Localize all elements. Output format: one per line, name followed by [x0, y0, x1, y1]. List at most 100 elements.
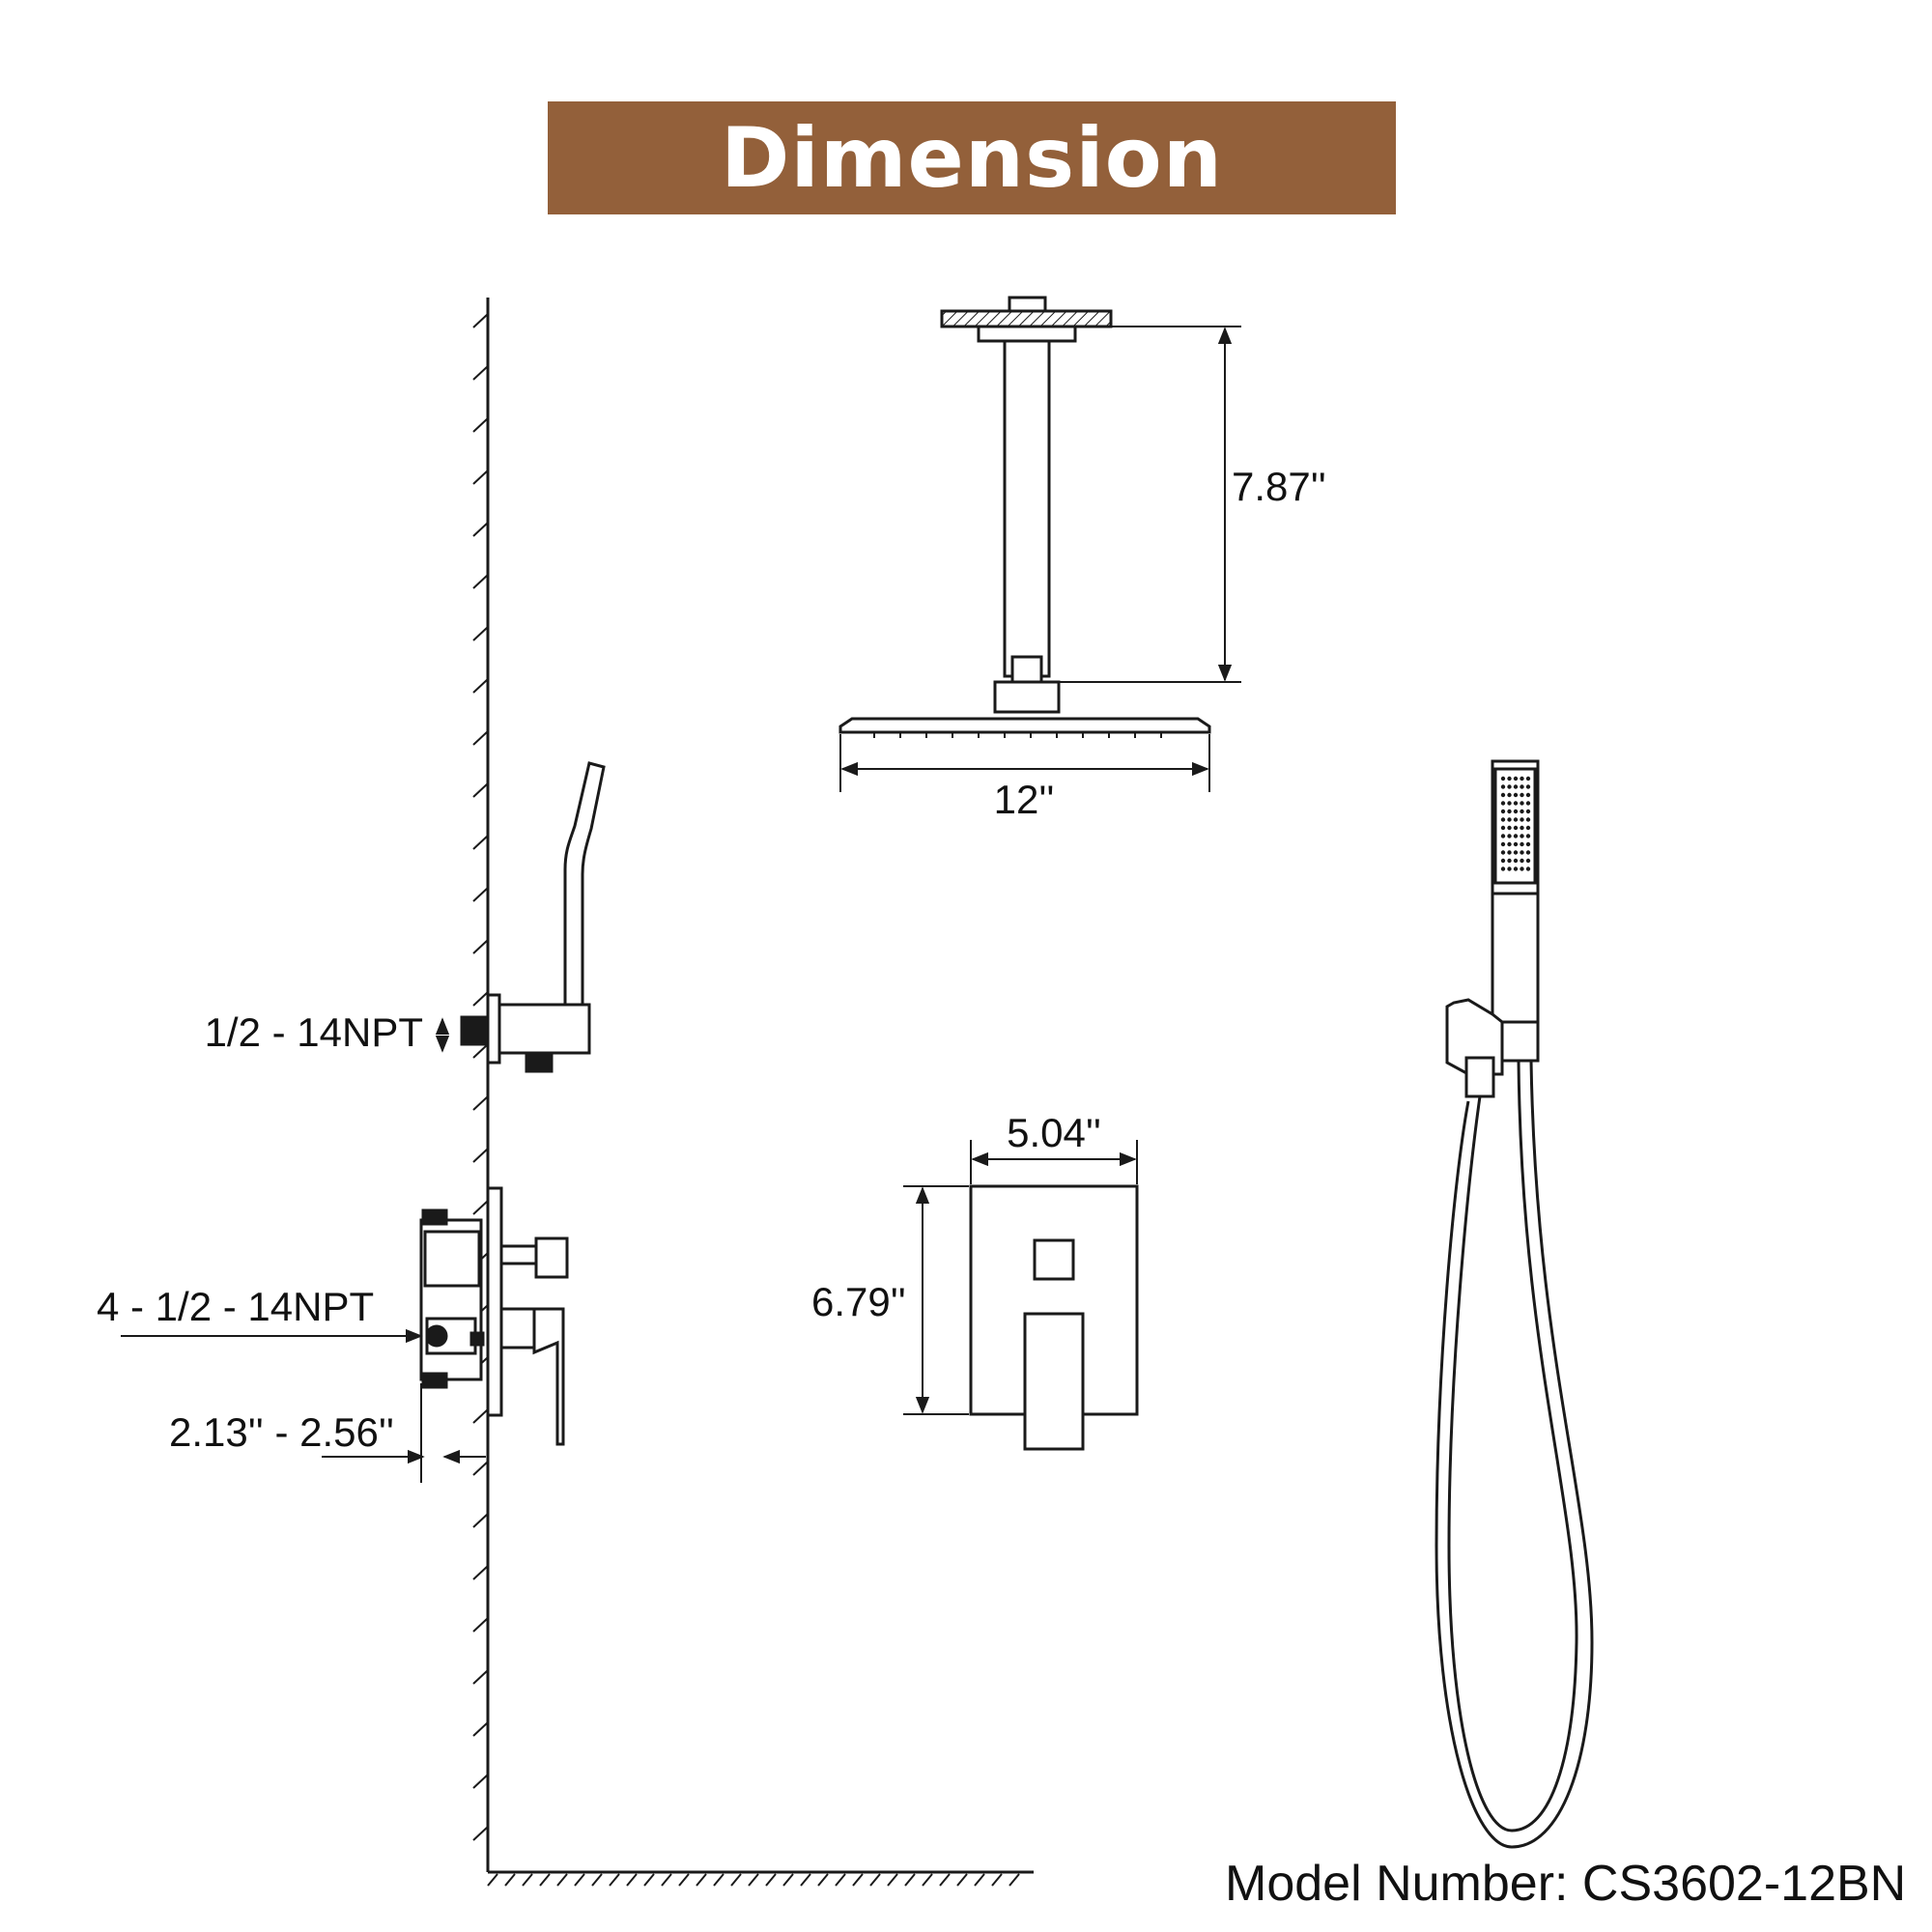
spray-nozzle-dot: [1513, 850, 1519, 855]
floor-hatch-tick: [696, 1873, 707, 1887]
floor-hatch-tick: [591, 1873, 603, 1887]
wall-hatch-tick: [472, 991, 489, 1007]
spray-nozzle-dot: [1507, 834, 1512, 838]
spray-nozzle-dot: [1520, 809, 1524, 814]
wall-hatch-tick: [472, 1669, 489, 1685]
spray-nozzle-dot: [1525, 841, 1531, 847]
spray-nozzle-dot: [1507, 817, 1512, 822]
valve-depth-dimension: [322, 1383, 486, 1483]
wall-hatch-tick: [472, 782, 489, 798]
spray-nozzle-dot: [1513, 792, 1519, 798]
arm-height-label: 7.87'': [1232, 464, 1326, 509]
spray-nozzle-dot: [1513, 801, 1519, 806]
spray-nozzle-dot: [1513, 867, 1519, 871]
handheld-front-view: [1435, 759, 1594, 1849]
floor-hatch-tick: [1009, 1873, 1020, 1887]
valve-ports-label: 4 - 1/2 - 14NPT: [97, 1284, 374, 1329]
spray-nozzle-dot: [1513, 858, 1519, 864]
spray-nozzle-dot: [1507, 784, 1512, 789]
wall-section: [472, 298, 1034, 1887]
spray-nozzle-dot: [1513, 784, 1519, 789]
spray-nozzle-dot: [1525, 792, 1531, 798]
floor-hatch-tick: [487, 1873, 498, 1887]
spray-nozzle-dot: [1520, 776, 1524, 781]
spray-nozzle-dot: [1520, 841, 1524, 847]
spray-nozzle-dot: [1520, 834, 1524, 838]
floor-hatch-tick: [904, 1873, 916, 1887]
floor-hatch-tick: [626, 1873, 638, 1887]
spray-nozzle-dot: [1507, 809, 1512, 814]
wall-hatch-tick: [472, 1565, 489, 1580]
spray-nozzle-dot: [1507, 858, 1512, 864]
handheld-inlet-label: 1/2 - 14NPT: [205, 1009, 423, 1055]
wall-hatch-tick: [472, 1148, 489, 1163]
floor-hatch-tick: [661, 1873, 672, 1887]
spray-nozzle-dot: [1500, 850, 1506, 855]
ceiling-section: [940, 309, 1113, 328]
model-number: Model Number: CS3602-12BN: [1225, 1856, 1907, 1912]
spray-nozzle-dot: [1500, 801, 1506, 806]
spray-nozzle-dot: [1500, 858, 1506, 864]
floor-hatch-tick: [574, 1873, 585, 1887]
trim-width-label: 5.04'': [1007, 1110, 1101, 1155]
spray-nozzle-dot: [1525, 809, 1531, 814]
spray-nozzle-dot: [1520, 784, 1524, 789]
floor-hatch-tick: [713, 1873, 724, 1887]
trim-height-label: 6.79'': [811, 1279, 906, 1324]
floor-hatch-tick: [852, 1873, 864, 1887]
wall-hatch-tick: [472, 313, 489, 328]
spray-nozzle-dot: [1520, 858, 1524, 864]
spray-nozzle-dot: [1525, 817, 1531, 822]
spray-nozzle-dot: [1500, 784, 1506, 789]
valve-side-view: [419, 1186, 569, 1446]
floor-hatch-tick: [887, 1873, 898, 1887]
valve-trim-front-view: [969, 1184, 1139, 1451]
floor-hatch-tick: [956, 1873, 968, 1887]
spray-nozzle-dot: [1500, 792, 1506, 798]
wall-hatch-tick: [472, 1774, 489, 1789]
spray-nozzle-dot: [1520, 850, 1524, 855]
wall-hatch-tick: [472, 1200, 489, 1215]
wall-hatch-tick: [472, 574, 489, 589]
wall-hatch-tick: [472, 835, 489, 850]
wall-hatch-tick: [472, 1095, 489, 1111]
floor-hatch-tick: [678, 1873, 690, 1887]
floor-hatch-tick: [730, 1873, 742, 1887]
spray-nozzle-dot: [1513, 817, 1519, 822]
wall-hatch-tick: [472, 1617, 489, 1633]
valve-depth-label: 2.13'' - 2.56'': [169, 1409, 394, 1455]
floor-hatch-tick: [765, 1873, 777, 1887]
spray-nozzle-dot: [1500, 867, 1506, 871]
wall-hatch-tick: [472, 1408, 489, 1424]
trim-width-dimension: [970, 1140, 1138, 1184]
wall-hatch-tick: [472, 1043, 489, 1059]
wall-hatch-tick: [472, 1721, 489, 1737]
page-title: Dimension: [720, 109, 1223, 207]
spray-nozzle-dot: [1507, 850, 1512, 855]
spray-nozzle-dot: [1525, 776, 1531, 781]
spray-nozzle-dot: [1525, 825, 1531, 831]
floor-hatch-tick: [800, 1873, 811, 1887]
spray-nozzle-dot: [1513, 841, 1519, 847]
wall-hatch-tick: [472, 887, 489, 902]
spray-nozzle-dot: [1500, 834, 1506, 838]
spray-nozzle-dot: [1500, 825, 1506, 831]
wall-hatch-tick: [472, 469, 489, 485]
spray-nozzle-dot: [1520, 792, 1524, 798]
floor-hatch-tick: [974, 1873, 985, 1887]
spray-nozzle-dot: [1500, 841, 1506, 847]
spray-nozzle-dot: [1525, 784, 1531, 789]
floor-hatch-tick: [643, 1873, 655, 1887]
spray-nozzle-dot: [1507, 792, 1512, 798]
spray-nozzle-dot: [1520, 817, 1524, 822]
wall-hatch-tick: [472, 1461, 489, 1476]
head-width-label: 12'': [994, 777, 1055, 822]
floor-hatch-tick: [539, 1873, 551, 1887]
trim-height-dimension: [903, 1185, 969, 1415]
wall-hatch-tick: [472, 1513, 489, 1528]
spray-nozzle-dot: [1513, 834, 1519, 838]
spray-nozzle-dot: [1520, 825, 1524, 831]
spray-nozzle-dot: [1500, 809, 1506, 814]
spray-nozzle-dot: [1525, 834, 1531, 838]
floor-hatch-tick: [817, 1873, 829, 1887]
